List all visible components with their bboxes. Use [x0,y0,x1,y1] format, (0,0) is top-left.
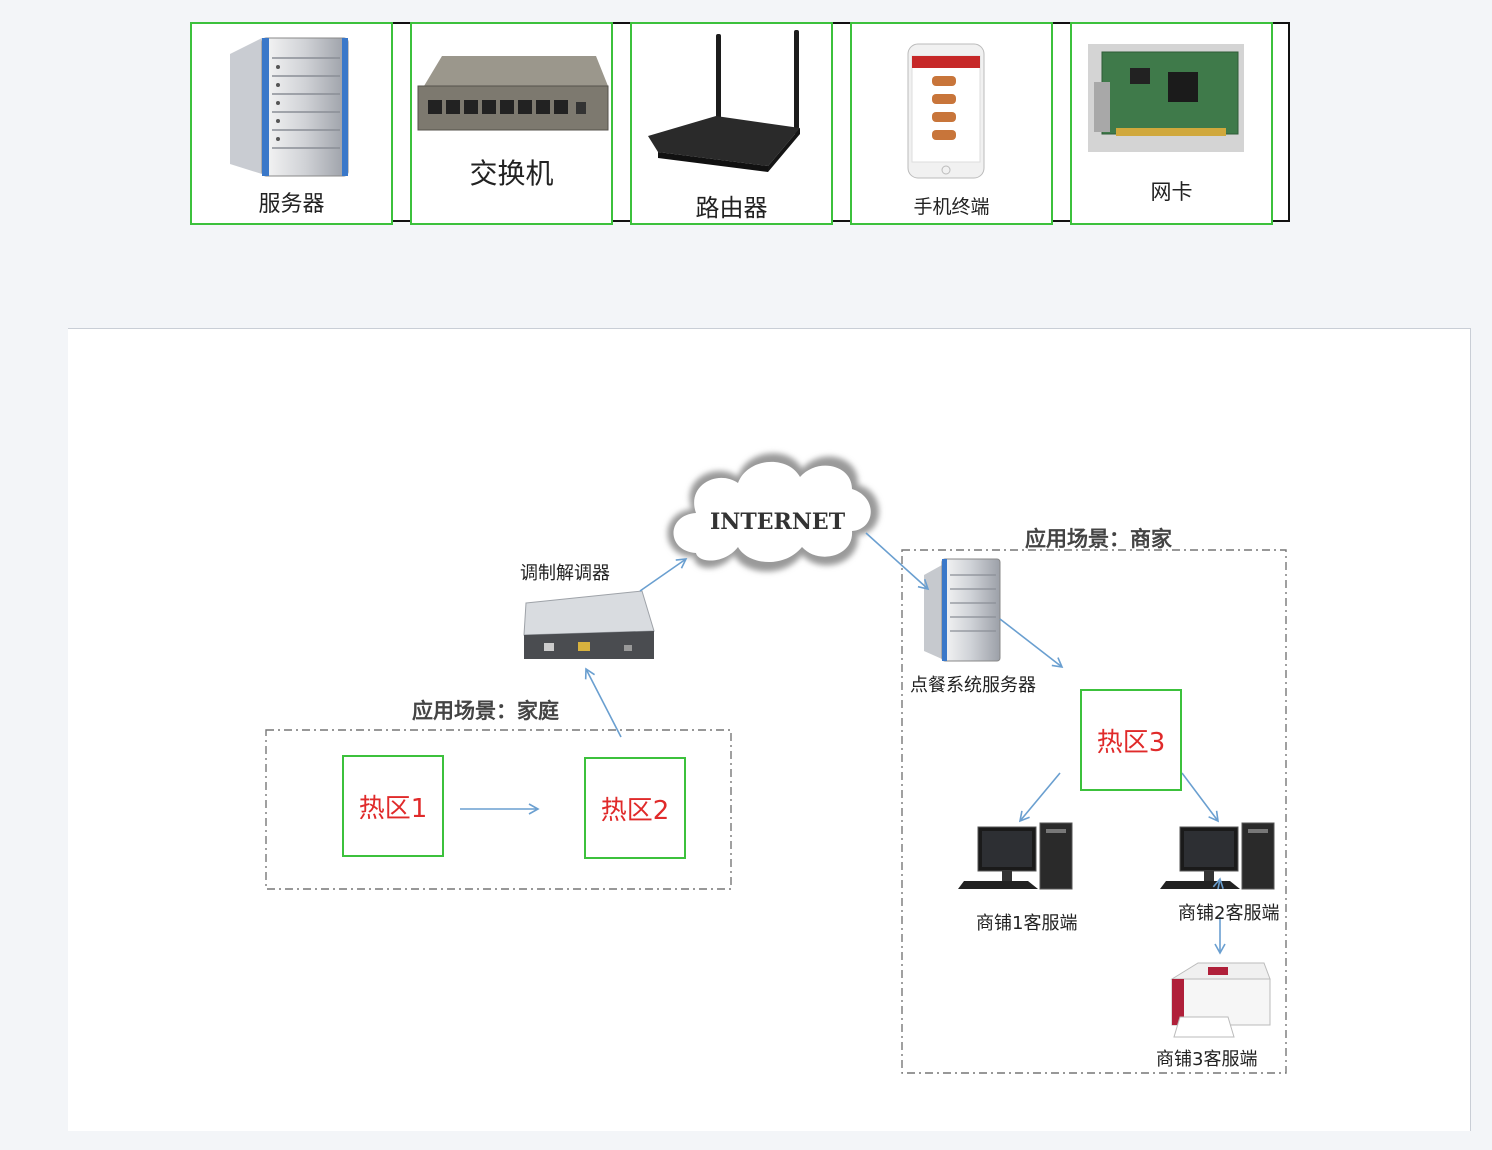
switch-icon [417,56,609,131]
phone-label: 手机终端 [913,196,990,218]
router-label: 路由器 [695,194,768,222]
server-label: 服务器 [258,192,325,217]
palette-item-phone[interactable]: 手机终端 [850,22,1053,225]
shop-2-desktop-icon [1160,822,1275,890]
network-card-label: 网卡 [1150,180,1193,204]
server-icon [230,37,349,177]
palette-item-router[interactable]: 路由器 [630,22,833,225]
hotspot-1[interactable]: 热区1 [342,755,444,857]
internet-label: INTERNET [710,509,846,535]
order-server-icon [924,558,1001,662]
router-icon [648,30,800,172]
palette-item-switch[interactable]: 交换机 [410,22,613,225]
home-scene-title: 应用场景：家庭 [412,699,559,723]
diagram-shapes [265,453,1287,1074]
order-server-label: 点餐系统服务器 [910,675,1036,696]
home-scene-boundary [265,729,732,890]
receipt-printer-icon [1170,962,1271,1038]
diagram-arrows [460,532,1226,955]
modem-icon [523,590,655,659]
phone-icon [907,43,985,179]
merchant-scene-title: 应用场景：商家 [1025,527,1172,551]
shop-1-desktop-icon [958,822,1073,890]
diagram-canvas: INTERNET 调制解调器 应用场景：家庭 应用场景：商家 点餐系统服务器 热… [68,328,1471,1131]
hotspot-2[interactable]: 热区2 [584,757,686,859]
internet-cloud-icon [667,453,879,572]
shop-2-client-label: 商铺2客服端 [1178,903,1280,924]
palette-item-network-card[interactable]: 网卡 [1070,22,1273,225]
switch-label: 交换机 [469,157,554,190]
network-card-icon [1088,44,1244,152]
shop-3-client-label: 商铺3客服端 [1156,1049,1258,1070]
hotspot-3[interactable]: 热区3 [1080,689,1182,791]
shop-1-client-label: 商铺1客服端 [976,913,1078,934]
modem-label: 调制解调器 [520,563,610,584]
palette-item-server[interactable]: 服务器 [190,22,393,225]
merchant-scene-boundary [901,549,1287,1074]
